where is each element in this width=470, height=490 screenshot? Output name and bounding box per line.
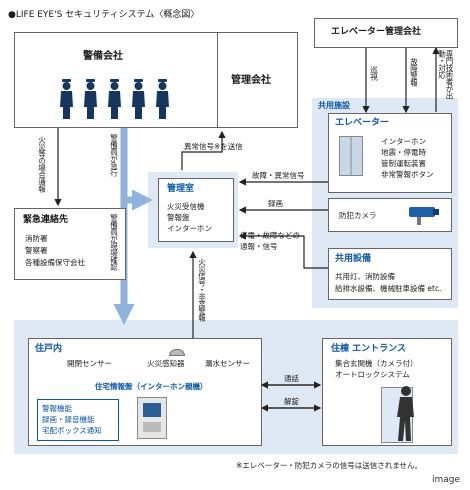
label-abnormal-signal: 異常信号※を送信 (184, 142, 243, 151)
person-icon (397, 386, 414, 441)
management-office-title: 管理室 (167, 184, 195, 194)
security-guards-icon (60, 79, 169, 119)
label-recording: 録画 (268, 199, 283, 208)
security-company-box: 警備会社 管理会社 (14, 32, 298, 128)
elevator-item: 非常警報ボタン (381, 170, 434, 179)
emergency-contacts-box: 緊急連絡先 消防署 警察署 各種設備保守会社 (14, 208, 126, 280)
elevator-company-label: エレベーター管理会社 (331, 27, 422, 37)
dwelling-sensor: 開閉センサー (67, 359, 112, 368)
footnote: ※エレベーター・防犯カメラの信号は送信されません。 (236, 461, 423, 470)
page-title: ●LIFE EYE'S セキュリティシステム〈概念図〉 (8, 10, 200, 20)
elevator-box: エレベーター インターホン 地震・停電時 管制運転装置 非常警報ボタン (328, 113, 452, 193)
shared-equipment-box: 共用設備 共用灯、消防設備 給排水設備、機械駐車設備 etc. (328, 248, 452, 300)
fire-detector-icon (169, 349, 185, 356)
label-equipment-signal: 停電・故障などの通報・信号 (240, 231, 300, 251)
label-guard-confirm: 警備員が現場確認 (109, 214, 119, 270)
elevator-title: エレベーター (335, 118, 390, 128)
dwelling-title: 住戸内 (35, 344, 63, 354)
security-camera-label: 防犯カメラ (339, 211, 377, 220)
dwelling-function: 宅配ボックス通知 (42, 426, 102, 435)
security-camera-box: 防犯カメラ (328, 198, 452, 232)
shared-equipment-item: 共用灯、消防設備 (335, 272, 395, 281)
label-fire-signal: 火災信号・非常警報 (197, 258, 207, 321)
label-inspection: 巡視 (369, 66, 379, 80)
security-company-label: 警備会社 (83, 51, 123, 62)
label-technician: 専門技術者が出動・対応 (437, 50, 455, 99)
label-guard-dispatch: 警備員が急行 (109, 134, 119, 176)
shared-facilities-label: 共用施設 (318, 101, 350, 110)
emergency-contacts-title: 緊急連絡先 (23, 215, 69, 225)
management-office-item: 火災受信機 (167, 202, 205, 211)
dwelling-functions-box: 警報機能 録画・録音機能 宅配ボックス通知 (37, 399, 119, 441)
elevator-item: 地震・停電時 (381, 148, 426, 157)
entrance-title: 住棟 エントランス (331, 344, 406, 354)
management-company-label: 管理会社 (231, 75, 271, 86)
emergency-contact-item: 警察署 (25, 246, 48, 255)
shared-equipment-item: 給排水設備、機械駐車設備 etc. (335, 284, 442, 293)
label-elevator-fault: 故障・異常信号 (252, 171, 305, 180)
entrance-item: オートロックシステム (335, 370, 410, 379)
dwelling-panel-title: 住宅情報盤（インターホン親機） (95, 382, 208, 391)
dwelling-function: 警報機能 (42, 404, 72, 413)
security-camera-icon (409, 207, 439, 225)
management-office-item: インターホン (167, 224, 212, 233)
shared-equipment-title: 共用設備 (335, 254, 372, 264)
dwelling-box: 住戸内 開閉センサー 火災感知器 漏水センサー 住宅情報盤（インターホン親機） … (28, 338, 262, 446)
management-office-item: 警報盤 (167, 213, 190, 222)
elevator-item: インターホン (381, 137, 426, 146)
label-talk: 通話 (284, 374, 299, 383)
emergency-contact-item: 消防署 (25, 234, 48, 243)
dwelling-sensor: 漏水センサー (205, 359, 250, 368)
entrance-box: 住棟 エントランス 集合玄関機（カメラ付） オートロックシステム (322, 338, 452, 446)
label-fault-alarm: 故障警報 (409, 58, 419, 86)
emergency-contact-item: 各種設備保守会社 (25, 258, 85, 267)
intercom-panel-icon (137, 397, 167, 439)
elevator-item: 管制運転装置 (381, 159, 426, 168)
entrance-item: 集合玄関機（カメラ付） (335, 359, 418, 368)
label-unlock: 解錠 (284, 397, 299, 406)
dwelling-sensor: 火災感知器 (147, 359, 185, 368)
watermark: image (432, 475, 461, 485)
management-office-box: 管理室 火災受信機 警報盤 インターホン (158, 178, 234, 242)
elevator-door-icon (339, 136, 363, 176)
label-fire-notify: 火災等の場合通報 (37, 136, 47, 192)
dwelling-function: 録画・録音機能 (42, 415, 95, 424)
elevator-company-box: エレベーター管理会社 (314, 18, 458, 48)
